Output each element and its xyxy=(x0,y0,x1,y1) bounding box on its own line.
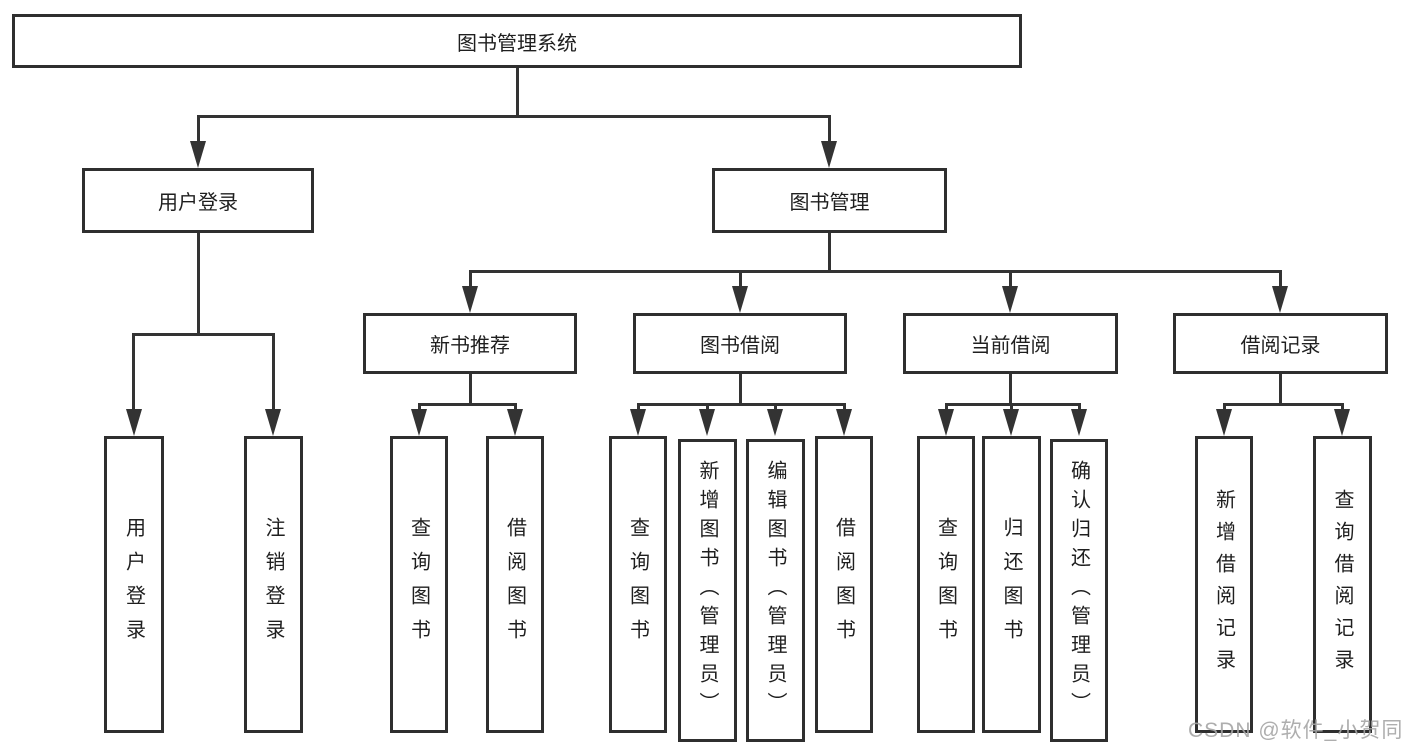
arrow-down-icon xyxy=(411,409,427,436)
node-current-borrowing-label: 当前借阅 xyxy=(970,335,1051,357)
node-leaf-return-books-label: 归还图书 xyxy=(1000,516,1022,653)
connector-vline xyxy=(739,374,742,406)
arrow-down-icon xyxy=(732,286,748,313)
connector-vline xyxy=(1279,270,1282,288)
node-leaf-query-books-borrowing-label: 查询图书 xyxy=(626,516,649,653)
node-book-borrowing: 图书借阅 xyxy=(633,313,847,374)
node-leaf-confirm-return-admin-label: 确认归还（管理员） xyxy=(1067,460,1090,721)
node-leaf-add-borrow-record: 新增借阅记录 xyxy=(1195,436,1253,733)
node-book-borrowing-label: 图书借阅 xyxy=(700,335,780,357)
connector-vline xyxy=(774,403,777,413)
connector-vline xyxy=(739,270,742,288)
connector-vline xyxy=(706,403,709,413)
connector-vline xyxy=(1279,374,1282,406)
node-leaf-query-books-recommend-label: 查询图书 xyxy=(407,516,430,653)
node-leaf-confirm-return-admin: 确认归还（管理员） xyxy=(1050,439,1108,742)
node-borrowing-records: 借阅记录 xyxy=(1173,313,1388,374)
connector-vline xyxy=(469,374,472,406)
arrow-down-icon xyxy=(1002,286,1018,313)
node-leaf-user-login: 用户登录 xyxy=(104,436,164,733)
node-leaf-query-books-current: 查询图书 xyxy=(917,436,975,733)
connector-vline xyxy=(1223,403,1226,413)
connector-vline xyxy=(1010,403,1013,413)
arrow-down-icon xyxy=(767,409,783,436)
connector-vline xyxy=(197,115,200,143)
arrow-down-icon xyxy=(190,141,206,168)
node-leaf-query-books-recommend: 查询图书 xyxy=(390,436,448,733)
node-leaf-query-borrow-record-label: 查询借阅记录 xyxy=(1331,488,1353,681)
connector-hline xyxy=(132,333,275,336)
connector-vline xyxy=(132,333,135,411)
connector-hline xyxy=(637,403,846,406)
connector-hline xyxy=(1223,403,1344,406)
connector-vline xyxy=(514,403,517,413)
connector-vline xyxy=(418,403,421,413)
arrow-down-icon xyxy=(462,286,478,313)
node-root-label: 图书管理系统 xyxy=(457,32,577,55)
connector-vline xyxy=(828,233,831,273)
arrow-down-icon xyxy=(1071,409,1087,436)
arrow-down-icon xyxy=(630,409,646,436)
arrow-down-icon xyxy=(821,141,837,168)
arrow-down-icon xyxy=(1003,409,1019,436)
node-leaf-return-books: 归还图书 xyxy=(982,436,1041,733)
connector-vline xyxy=(516,68,519,118)
node-leaf-query-books-current-label: 查询图书 xyxy=(934,516,957,653)
connector-hline xyxy=(469,270,1282,273)
arrow-down-icon xyxy=(1272,286,1288,313)
node-leaf-borrow-books-recommend-label: 借阅图书 xyxy=(503,516,526,653)
node-leaf-query-borrow-record: 查询借阅记录 xyxy=(1313,436,1372,733)
connector-hline xyxy=(418,403,517,406)
connector-vline xyxy=(197,233,200,335)
arrow-down-icon xyxy=(938,409,954,436)
connector-vline xyxy=(637,403,640,413)
node-new-book-recommend-label: 新书推荐 xyxy=(430,335,510,357)
node-leaf-borrow-books-recommend: 借阅图书 xyxy=(486,436,544,733)
node-leaf-user-login-label: 用户登录 xyxy=(122,516,145,653)
arrow-down-icon xyxy=(126,409,142,436)
node-leaf-edit-books-admin-label: 编辑图书（管理员） xyxy=(764,460,786,721)
arrow-down-icon xyxy=(265,409,281,436)
arrow-down-icon xyxy=(507,409,523,436)
arrow-down-icon xyxy=(1216,409,1232,436)
connector-vline xyxy=(828,115,831,143)
node-user-login: 用户登录 xyxy=(82,168,314,233)
connector-vline xyxy=(843,403,846,413)
node-leaf-add-books-admin-label: 新增图书（管理员） xyxy=(696,460,718,721)
connector-vline xyxy=(1009,270,1012,288)
node-book-management-label: 图书管理 xyxy=(789,192,870,214)
connector-hline xyxy=(945,403,1081,406)
node-leaf-query-books-borrowing: 查询图书 xyxy=(609,436,667,733)
node-book-management: 图书管理 xyxy=(712,168,947,233)
node-leaf-logout: 注销登录 xyxy=(244,436,303,733)
csdn-watermark: CSDN @软件_小贺同学 xyxy=(1188,719,1404,742)
connector-hline xyxy=(197,115,831,118)
arrow-down-icon xyxy=(1334,409,1350,436)
connector-vline xyxy=(945,403,948,413)
node-new-book-recommend: 新书推荐 xyxy=(363,313,577,374)
node-root: 图书管理系统 xyxy=(12,14,1022,68)
connector-vline xyxy=(469,270,472,288)
connector-vline xyxy=(1078,403,1081,413)
node-leaf-edit-books-admin: 编辑图书（管理员） xyxy=(746,439,805,742)
connector-vline xyxy=(1341,403,1344,413)
node-borrowing-records-label: 借阅记录 xyxy=(1240,335,1321,357)
node-leaf-add-borrow-record-label: 新增借阅记录 xyxy=(1212,488,1235,681)
node-user-login-label: 用户登录 xyxy=(158,192,238,214)
node-leaf-borrow-books-borrowing-label: 借阅图书 xyxy=(832,516,855,653)
node-leaf-borrow-books-borrowing: 借阅图书 xyxy=(815,436,873,733)
node-leaf-logout-label: 注销登录 xyxy=(262,516,284,653)
node-current-borrowing: 当前借阅 xyxy=(903,313,1118,374)
connector-vline xyxy=(1009,374,1012,406)
connector-vline xyxy=(272,333,275,411)
node-leaf-add-books-admin: 新增图书（管理员） xyxy=(678,439,737,742)
arrow-down-icon xyxy=(699,409,715,436)
arrow-down-icon xyxy=(836,409,852,436)
